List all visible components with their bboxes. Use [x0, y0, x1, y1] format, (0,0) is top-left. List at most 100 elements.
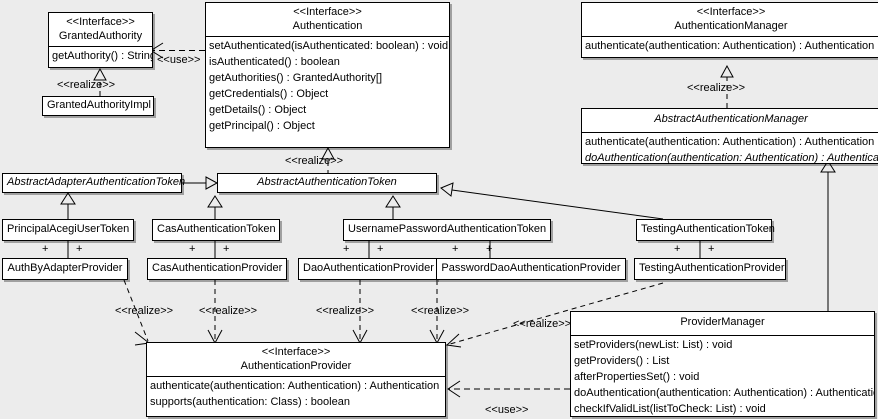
class-header: AbstractAuthenticationManager	[582, 109, 878, 129]
operation: getDetails() : Object	[209, 104, 307, 116]
class-username-password-authentication-token[interactable]: UsernamePasswordAuthenticationToken	[343, 219, 551, 241]
class-header: <<Interface>> AuthenticationProvider	[147, 343, 445, 376]
association-marker: +	[76, 243, 83, 255]
class-granted-authority[interactable]: <<Interface>> GrantedAuthority getAuthor…	[48, 12, 153, 68]
class-name: AuthenticationManager	[674, 20, 788, 32]
class-name: AbstractAuthenticationManager	[654, 113, 808, 125]
compartment-divider	[571, 335, 874, 336]
operations-compartment: authenticate(authentication: Authenticat…	[582, 37, 878, 55]
operation: getCredentials() : Object	[209, 88, 329, 100]
operation: getAuthorities() : GrantedAuthority[]	[209, 72, 383, 84]
class-header: AbstractAuthenticationToken	[218, 174, 436, 192]
class-name: TestingAuthenticationProvider	[639, 262, 785, 274]
operations-compartment: getAuthority() : String	[49, 47, 152, 65]
class-header: PrincipalAcegiUserToken	[3, 220, 133, 239]
class-header: GrantedAuthorityImpl	[43, 97, 153, 115]
operation: supports(authentication: Class) : boolea…	[150, 396, 350, 408]
class-authentication-manager[interactable]: <<Interface>> AuthenticationManager auth…	[581, 2, 878, 58]
relationship-label-use-granted-authority: <<use>>	[157, 54, 201, 66]
class-authentication[interactable]: <<Interface>> Authentication setAuthenti…	[205, 2, 450, 148]
class-name: UsernamePasswordAuthenticationToken	[348, 223, 547, 235]
compartment-divider	[206, 36, 449, 37]
class-name: Authentication	[292, 20, 363, 32]
operation: checkIfValidList(listToCheck: List) : vo…	[574, 403, 766, 415]
operations-compartment: setAuthenticated(isAuthenticated: boolea…	[206, 37, 449, 135]
class-header: AuthByAdapterProvider	[3, 259, 127, 278]
class-header: TestingAuthenticationProvider	[635, 259, 785, 278]
operation: authenticate(authentication: Authenticat…	[585, 136, 875, 148]
operation: authenticate(authentication: Authenticat…	[585, 40, 875, 52]
compartment-divider	[147, 376, 445, 377]
relationship-label-realize-testing-authentication-provider: <<realize>>	[513, 318, 572, 330]
class-name: DaoAuthenticationProvider	[303, 262, 434, 274]
class-name: AbstractAuthenticationToken	[257, 176, 397, 188]
class-name: AuthByAdapterProvider	[7, 262, 123, 274]
operation: getAuthority() : String	[52, 50, 152, 62]
class-name: AbstractAdapterAuthenticationToken	[7, 176, 186, 188]
operations-compartment: authenticate(authentication: Authenticat…	[582, 133, 878, 167]
compartment-divider	[49, 46, 152, 47]
relationship-label-realize-auth-by-adapter-provider: <<realize>>	[115, 305, 174, 317]
class-header: <<Interface>> GrantedAuthority	[49, 13, 152, 46]
class-name: PasswordDaoAuthenticationProvider	[441, 262, 621, 274]
operation: isAuthenticated() : boolean	[209, 56, 340, 68]
operation: authenticate(authentication: Authenticat…	[150, 380, 440, 392]
relationship-label-use-provider-manager: <<use>>	[485, 404, 529, 416]
class-header: <<Interface>> AuthenticationManager	[582, 3, 878, 36]
class-name: AuthenticationProvider	[240, 360, 352, 372]
class-authentication-provider[interactable]: <<Interface>> AuthenticationProvider aut…	[146, 342, 446, 417]
operation: doAuthentication(authentication: Authent…	[585, 152, 878, 164]
operations-compartment: setProviders(newList: List) : void getPr…	[571, 336, 874, 418]
stereotype-label: <<Interface>>	[696, 6, 766, 18]
stereotype-label: <<Interface>>	[66, 16, 135, 28]
class-header: CasAuthenticationToken	[153, 220, 279, 239]
association-marker: +	[343, 243, 350, 255]
class-testing-authentication-provider[interactable]: TestingAuthenticationProvider	[634, 258, 786, 280]
association-marker: +	[42, 243, 49, 255]
association-marker: +	[377, 243, 384, 255]
class-name: PrincipalAcegiUserToken	[7, 223, 130, 235]
relationship-label-realize-abstract-authentication-token: <<realize>>	[285, 155, 344, 167]
class-password-dao-authentication-provider[interactable]: PasswordDaoAuthenticationProvider	[436, 258, 626, 280]
association-marker: +	[189, 243, 196, 255]
association-marker: +	[223, 243, 230, 255]
class-principal-acegi-user-token[interactable]: PrincipalAcegiUserToken	[2, 219, 134, 241]
association-marker: +	[674, 243, 681, 255]
operation: afterPropertiesSet() : void	[574, 371, 700, 383]
class-header: AbstractAdapterAuthenticationToken	[3, 174, 186, 192]
class-cas-authentication-provider[interactable]: CasAuthenticationProvider	[147, 258, 287, 280]
class-header: DaoAuthenticationProvider	[299, 259, 436, 278]
class-provider-manager[interactable]: ProviderManager setProviders(newList: Li…	[570, 311, 875, 417]
class-header: UsernamePasswordAuthenticationToken	[344, 220, 550, 239]
class-name: GrantedAuthority	[58, 30, 143, 42]
class-cas-authentication-token[interactable]: CasAuthenticationToken	[152, 219, 280, 241]
operation: doAuthentication(authentication: Authent…	[574, 387, 874, 399]
stereotype-label: <<Interface>>	[293, 6, 362, 18]
class-granted-authority-impl[interactable]: GrantedAuthorityImpl	[42, 96, 154, 116]
relationship-label-realize-cas-authentication-provider: <<realize>>	[199, 305, 258, 317]
class-name: CasAuthenticationToken	[157, 223, 276, 235]
operation: setAuthenticated(isAuthenticated: boolea…	[209, 40, 449, 52]
class-auth-by-adapter-provider[interactable]: AuthByAdapterProvider	[2, 258, 128, 280]
class-header: PasswordDaoAuthenticationProvider	[437, 259, 625, 278]
compartment-divider	[582, 132, 878, 133]
class-header: TestingAuthenticationToken	[637, 220, 775, 239]
relationship-label-realize-abstract-authentication-manager: <<realize>>	[687, 82, 746, 94]
relationship-label-realize-password-dao-authentication-provider: <<realize>>	[411, 305, 470, 317]
class-header: CasAuthenticationProvider	[148, 259, 286, 278]
operation: setProviders(newList: List) : void	[574, 339, 733, 351]
operations-compartment: authenticate(authentication: Authenticat…	[147, 377, 445, 411]
class-header: ProviderManager	[571, 312, 874, 332]
class-dao-authentication-provider[interactable]: DaoAuthenticationProvider	[298, 258, 437, 280]
class-testing-authentication-token[interactable]: TestingAuthenticationToken	[636, 219, 775, 241]
relationship-label-realize-granted-authority-impl: <<realize>>	[57, 79, 116, 91]
stereotype-label: <<Interface>>	[261, 346, 331, 358]
class-name: TestingAuthenticationToken	[641, 223, 775, 235]
class-abstract-authentication-manager[interactable]: AbstractAuthenticationManager authentica…	[581, 108, 878, 164]
relationship-label-realize-dao-authentication-provider: <<realize>>	[316, 305, 375, 317]
class-abstract-authentication-token[interactable]: AbstractAuthenticationToken	[217, 173, 437, 193]
class-name: GrantedAuthorityImpl	[47, 99, 151, 111]
class-name: CasAuthenticationProvider	[152, 262, 283, 274]
class-abstract-adapter-authentication-token[interactable]: AbstractAdapterAuthenticationToken	[2, 173, 186, 193]
